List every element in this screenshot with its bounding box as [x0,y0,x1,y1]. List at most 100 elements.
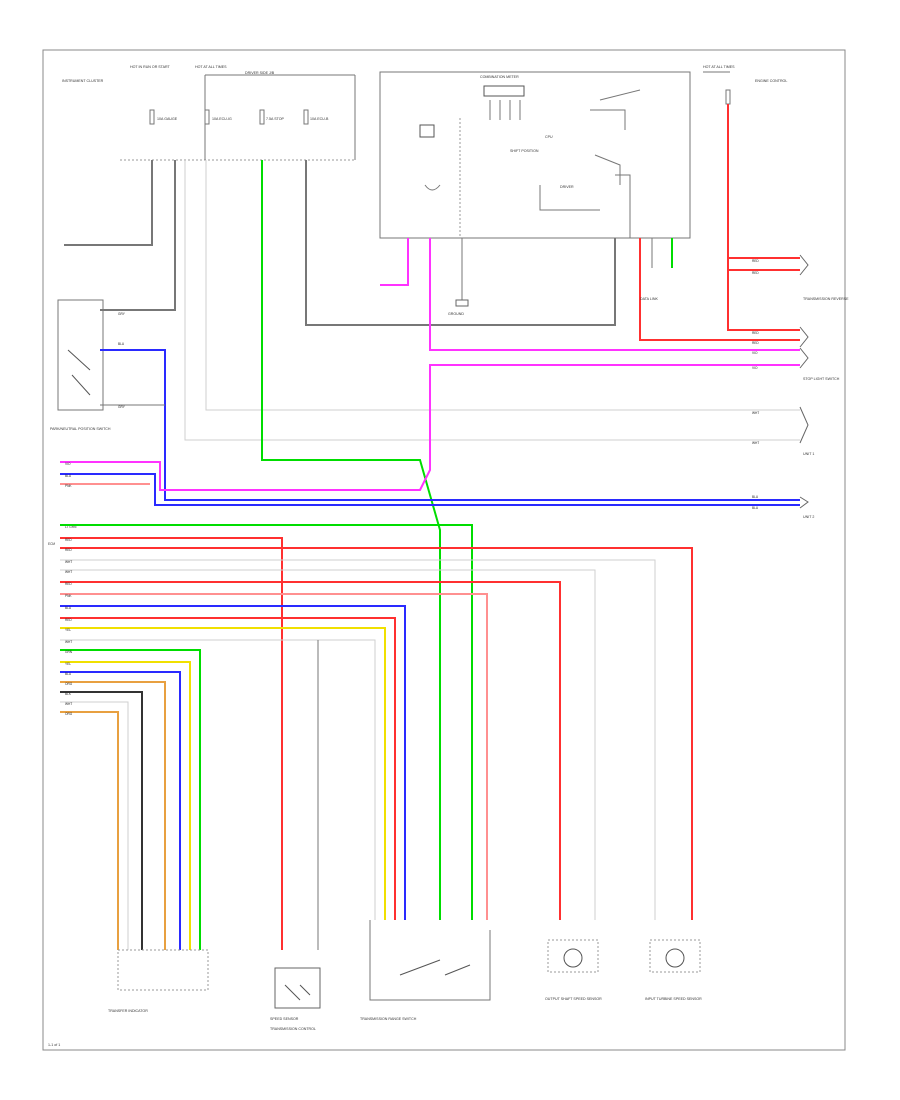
svg-text:RED: RED [65,582,72,586]
svg-text:10A ECU-IG: 10A ECU-IG [212,117,232,121]
svg-text:YEL: YEL [65,628,71,632]
sensor-coil-icon [563,948,583,968]
data-link-label: DATA LINK [640,297,658,301]
ecm-wire-yellow [60,627,386,920]
wire-gauge-ground [64,160,153,246]
engine-control-label: ENGINE CONTROL [755,79,787,83]
ecm-wire-red-3 [60,581,561,920]
ecm-wire-white-4 [60,701,129,950]
fuse-ecu-ig: 10A ECU-IG [204,109,232,125]
svg-text:PNK: PNK [65,484,72,488]
wire-meter-magenta-2 [429,238,800,351]
ecm-harness: LT GRN ECM [48,524,693,950]
svg-text:RED: RED [752,259,759,263]
ecm-wire-black [60,691,143,950]
ecm-wire-red-4 [60,617,396,920]
svg-text:VIO: VIO [65,462,71,466]
svg-text:10A GAUGE: 10A GAUGE [157,117,178,121]
transfer-indicator-label: TRANSFER INDICATOR [108,1009,148,1013]
ecm-wire-orange [60,681,166,950]
svg-text:ORG: ORG [65,682,73,686]
svg-text:RED: RED [752,331,759,335]
meter-driver-label: DRIVER [560,185,574,189]
svg-text:GRY: GRY [118,405,126,409]
wire-meter-red [639,238,800,341]
wire-tags: RED RED WHT WHT RED PNK BLU RED YEL WHT … [65,259,759,716]
ecm-wire-blue [60,605,406,920]
fuse-gauge: 10A GAUGE [149,109,178,125]
svg-text:WHT: WHT [65,640,72,644]
ground-symbol [455,299,469,307]
wire-fuse-to-pn-switch [100,160,176,311]
ecm-wire-red-2 [60,547,693,920]
wire-label-ltgrn: LT GRN [65,525,77,529]
diagram-frame [42,49,846,1051]
unit-2-label: UNIT 2 [803,515,814,519]
ecm-wire-white-3 [60,639,376,920]
park-neutral-label: PARK/NEUTRAL POSITION SWITCH [50,427,111,431]
svg-text:RED: RED [752,341,759,345]
meter-display-icon [483,85,525,97]
svg-text:GRY: GRY [118,312,126,316]
svg-text:WHT: WHT [752,441,759,445]
trans-rev-label: TRANSMISSION REVERSE [803,297,849,301]
right-connectors [799,254,809,509]
fuse-ecu-b: 10A ECU-B [303,109,329,125]
park-neutral-switch: PARK/NEUTRAL POSITION SWITCH [50,299,111,431]
sensor-coil-icon [665,948,685,968]
fuse-hot-run-start-label: HOT IN RUN OR START [130,65,171,69]
svg-text:BLU: BLU [118,342,125,346]
speed-sensor: SPEED SENSOR TRANSMISSION CONTROL [270,967,321,1031]
stop-light-label: STOP LIGHT SWITCH [803,377,840,381]
wire-left-magenta [60,364,800,491]
svg-text:7.5A STOP: 7.5A STOP [266,117,285,121]
svg-text:ORG: ORG [65,712,73,716]
svg-text:PNK: PNK [65,594,72,598]
ground-label: GROUND [448,312,464,316]
output-speed-sensor: OUTPUT SHAFT SPEED SENSOR [545,939,602,1001]
meter-lamp-icon [419,124,435,138]
ecm-connector-label: ECM [48,542,55,546]
wire-meter-magenta-1 [380,238,409,286]
speed-sensor-label: SPEED SENSOR [270,1017,299,1021]
ecm-wire-yellow-2 [60,661,191,950]
svg-text:RED: RED [65,548,72,552]
junction-block-label: DRIVER SIDE J/B [245,71,275,75]
wire-ecu-ig [205,160,800,411]
transmission-range-switch: TRANSMISSION RANGE SWITCH [360,920,491,1021]
input-speed-label: INPUT TURBINE SPEED SENSOR [645,997,702,1001]
meter-cpu-label: CPU [545,135,553,139]
transfer-indicator: TRANSFER INDICATOR [108,949,209,1013]
svg-text:BLU: BLU [65,474,72,478]
svg-text:WHT: WHT [65,570,72,574]
wire-left-blue [60,473,800,506]
svg-text:BLK: BLK [65,692,72,696]
fuse-stop: 7.5A STOP [259,109,285,125]
page-code: 1-1 of 1 [48,1043,60,1047]
ecm-wire-pink [60,593,488,920]
wire-ecu-b-gray [305,160,616,326]
output-speed-label: OUTPUT SHAFT SPEED SENSOR [545,997,602,1001]
svg-text:BLU: BLU [65,672,72,676]
wire-ignition-feed [184,160,800,441]
svg-text:WHT: WHT [65,702,72,706]
svg-text:VIO: VIO [752,366,758,370]
svg-text:WHT: WHT [65,560,72,564]
trans-range-label: TRANSMISSION RANGE SWITCH [360,1017,417,1021]
svg-text:BLU: BLU [752,506,759,510]
svg-text:RED: RED [752,271,759,275]
ecm-wire-white-1 [60,559,656,920]
hot-all-times-right-label: HOT AT ALL TIMES [703,65,735,69]
svg-text:RED: RED [65,618,72,622]
unit-1-label: UNIT 1 [803,452,814,456]
svg-text:RED: RED [65,538,72,542]
fuse-hot-all-times-label: HOT AT ALL TIMES [195,65,227,69]
svg-text:BLU: BLU [752,495,759,499]
ecm-wire-green [60,524,473,920]
ecm-wire-green-2 [60,649,201,950]
input-speed-sensor: INPUT TURBINE SPEED SENSOR [645,939,702,1001]
svg-text:VIO: VIO [752,351,758,355]
ecm-wire-orange-2 [60,711,119,950]
